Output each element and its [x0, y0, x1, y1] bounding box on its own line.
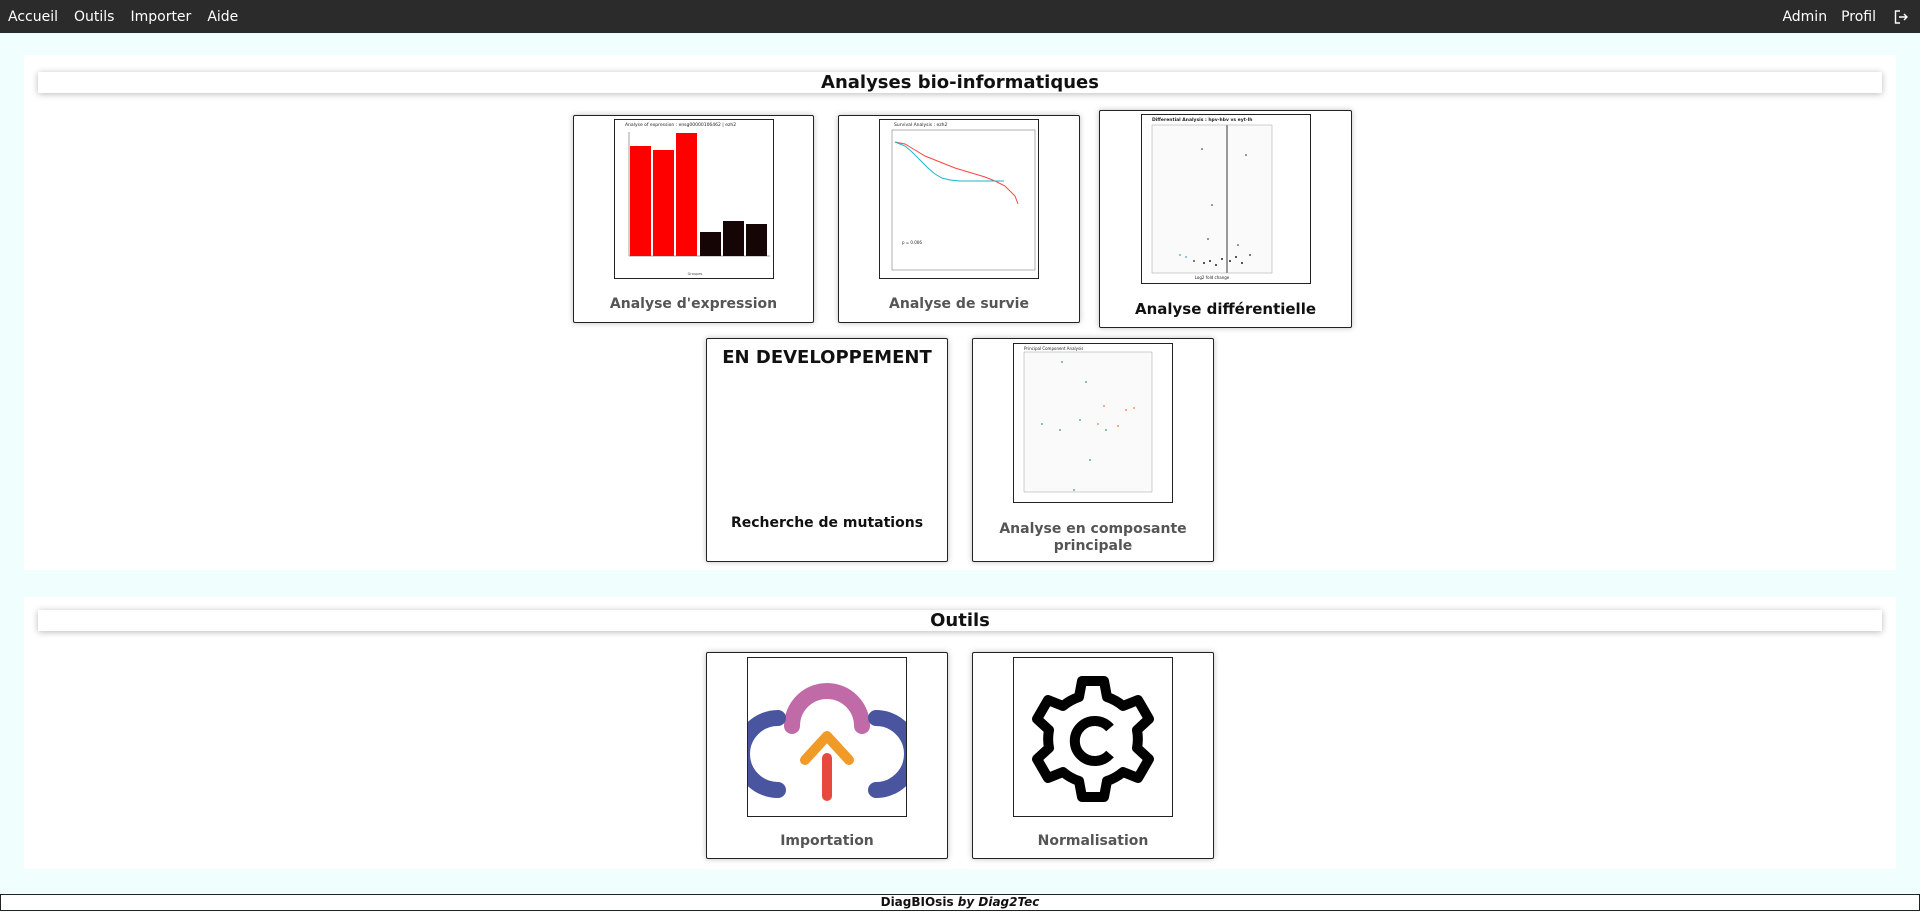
card-importation[interactable]: Importation — [706, 652, 948, 859]
card-expression[interactable]: Analyse of expression : ensg00000106462 … — [573, 115, 814, 323]
card-acp[interactable]: Principal Component Analysis Analyse en … — [972, 338, 1214, 562]
mutations-label: Recherche de mutations — [730, 515, 924, 531]
bar-3 — [675, 133, 697, 256]
expression-thumbnail: Analyse of expression : ensg00000106462 … — [613, 119, 774, 279]
expression-label: Analyse d'expression — [609, 296, 778, 312]
card-differentielle[interactable]: Differential Analysis : hpv-hbv vs eyt-l… — [1099, 110, 1352, 328]
acp-thumbnail: Principal Component Analysis — [1013, 343, 1173, 503]
acp-plot-title: Principal Component Analysis — [1024, 346, 1083, 351]
bar-6 — [745, 224, 767, 256]
footer-by: by Diag2Tec — [957, 895, 1040, 909]
top-navbar: Accueil Outils Importer Aide Admin Profi… — [0, 0, 1920, 33]
survie-thumbnail: Survival Analysis : ezh2 p = 0.006 — [879, 119, 1039, 279]
bar-5 — [722, 221, 744, 256]
gear-icon — [1013, 657, 1173, 817]
outils-section-title: Outils — [38, 610, 1882, 631]
survie-label: Analyse de survie — [889, 296, 1029, 312]
bar-2 — [652, 150, 674, 256]
differentielle-label: Analyse différentielle — [1134, 300, 1317, 318]
importation-label: Importation — [780, 833, 874, 849]
survie-pvalue: p = 0.006 — [902, 240, 922, 245]
expression-plot-title: Analyse of expression : ensg00000106462 … — [625, 122, 736, 128]
nav-profil[interactable]: Profil — [1841, 8, 1876, 25]
analyses-section-title: Analyses bio-informatiques — [38, 72, 1882, 93]
card-survie[interactable]: Survival Analysis : ezh2 p = 0.006 Analy… — [838, 115, 1080, 323]
footer: DiagBIOsis by Diag2Tec — [0, 894, 1920, 911]
diff-xlabel: Log2 fold change — [1194, 275, 1229, 280]
outils-section: Outils Importation Normalisation — [24, 597, 1896, 869]
nav-outils[interactable]: Outils — [74, 8, 115, 25]
nav-accueil[interactable]: Accueil — [8, 8, 58, 25]
analyses-section: Analyses bio-informatiques Analyse of ex… — [24, 55, 1896, 570]
diff-plot-title: Differential Analysis : hpv-hbv vs eyt-l… — [1152, 117, 1252, 123]
survie-plot-title: Survival Analysis : ezh2 — [894, 122, 947, 128]
nav-left: Accueil Outils Importer Aide — [0, 9, 246, 25]
normalisation-label: Normalisation — [1037, 833, 1149, 849]
bar-4 — [699, 232, 721, 256]
nav-right: Admin Profil — [1782, 6, 1920, 28]
expression-xlabel: Groupes — [687, 272, 702, 276]
bar-1 — [629, 146, 651, 256]
footer-app: DiagBIOsis — [880, 895, 954, 909]
card-mutations[interactable]: EN DEVELOPPEMENT Recherche de mutations — [706, 338, 948, 562]
nav-admin[interactable]: Admin — [1782, 8, 1828, 25]
card-normalisation[interactable]: Normalisation — [972, 652, 1214, 859]
acp-label: Analyse en composante principale — [999, 521, 1187, 554]
differentielle-thumbnail: Differential Analysis : hpv-hbv vs eyt-l… — [1140, 114, 1311, 284]
cloud-upload-icon — [747, 657, 907, 817]
nav-aide[interactable]: Aide — [207, 8, 239, 25]
mutations-status: EN DEVELOPPEMENT — [722, 347, 932, 368]
logout-icon[interactable] — [1890, 6, 1912, 28]
nav-importer[interactable]: Importer — [130, 8, 192, 25]
